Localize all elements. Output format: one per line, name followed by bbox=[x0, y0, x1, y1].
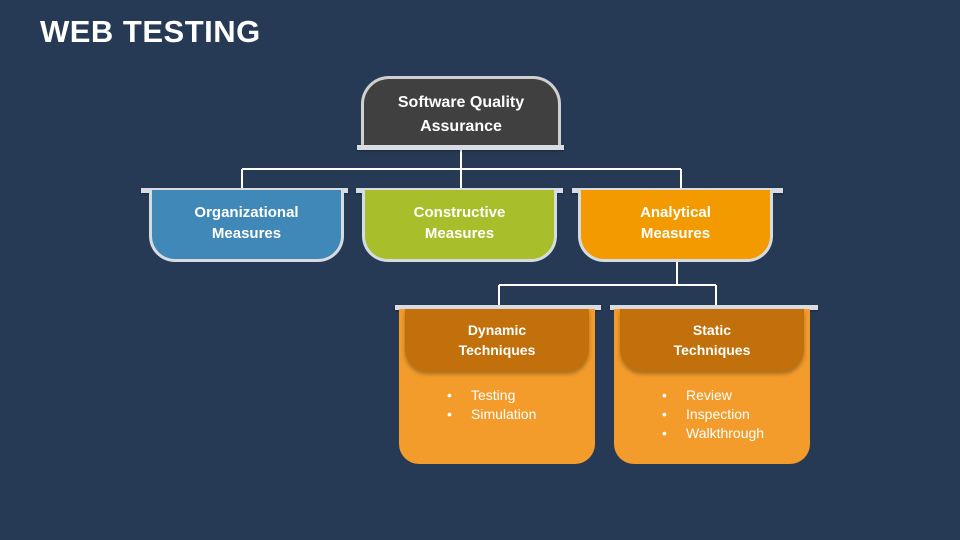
root-node: Software Quality Assurance bbox=[361, 76, 561, 148]
root-base-bar bbox=[357, 145, 564, 150]
static-techniques-header: Static Techniques bbox=[620, 309, 804, 371]
static-top-bar bbox=[610, 305, 818, 310]
org-label-line1: Organizational bbox=[194, 203, 299, 221]
constructive-measures-node: Constructive Measures bbox=[362, 190, 557, 262]
static-label-line2: Techniques bbox=[673, 342, 751, 358]
dynamic-label-line2: Techniques bbox=[458, 342, 536, 358]
root-label-line1: Software Quality bbox=[397, 93, 525, 111]
ana-label-line2: Measures bbox=[640, 224, 711, 242]
dynamic-top-bar bbox=[395, 305, 601, 310]
org-label-line2: Measures bbox=[211, 224, 282, 242]
con-label-line2: Measures bbox=[424, 224, 495, 242]
slide-title: WEB TESTING bbox=[40, 14, 261, 49]
dynamic-label-line1: Dynamic bbox=[467, 322, 527, 338]
static-label-line1: Static bbox=[692, 322, 732, 338]
list-item: Simulation bbox=[447, 405, 536, 424]
static-techniques-card: Static Techniques Review Inspection Walk… bbox=[614, 309, 810, 464]
static-techniques-list: Review Inspection Walkthrough bbox=[662, 386, 764, 443]
root-label-line2: Assurance bbox=[420, 117, 502, 135]
con-label-line1: Constructive bbox=[413, 203, 506, 221]
ana-label-line1: Analytical bbox=[640, 203, 711, 221]
list-item: Review bbox=[662, 386, 764, 405]
dynamic-techniques-header: Dynamic Techniques bbox=[405, 309, 589, 371]
organizational-measures-node: Organizational Measures bbox=[149, 190, 344, 262]
list-item: Walkthrough bbox=[662, 424, 764, 443]
analytical-measures-node: Analytical Measures bbox=[578, 190, 773, 262]
dynamic-techniques-card: Dynamic Techniques Testing Simulation bbox=[399, 309, 595, 464]
list-item: Testing bbox=[447, 386, 536, 405]
list-item: Inspection bbox=[662, 405, 764, 424]
dynamic-techniques-list: Testing Simulation bbox=[447, 386, 536, 424]
